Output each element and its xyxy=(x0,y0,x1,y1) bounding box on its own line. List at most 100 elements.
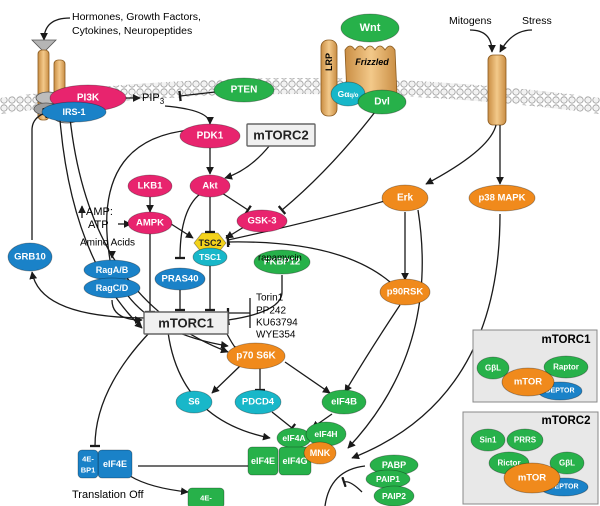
erk-node-label: Erk xyxy=(397,193,414,204)
pabp-node-label: PABP xyxy=(382,460,406,470)
edge-p70s6k-eif4b xyxy=(284,361,331,394)
fkbp12-node-label: FKBP12 xyxy=(264,257,300,268)
pdk1-node-label: PDK1 xyxy=(197,131,224,142)
mitogens-label: Mitogens xyxy=(449,15,492,27)
eif4b-node xyxy=(321,389,367,415)
bp1-eif4e-node-label: eIF4E xyxy=(103,459,127,469)
edge-p70s6k-s6 xyxy=(211,365,241,394)
p90rsk-node-label: p90RSK xyxy=(387,287,424,298)
edge-ampk-tsc2 xyxy=(167,221,194,239)
mnk-node xyxy=(303,441,337,465)
pip3-label: PIP3 xyxy=(142,92,165,106)
pten-node xyxy=(213,77,275,103)
legend2-sin1 xyxy=(470,428,506,452)
akt-node xyxy=(189,174,231,198)
p70s6k-node-label: p70 S6K xyxy=(236,351,276,362)
legend2-gbl-label: GβL xyxy=(559,459,575,468)
p38-node xyxy=(468,184,536,212)
rapamycin-label: rapamycin xyxy=(258,253,302,264)
hormones-label-1: Hormones, Growth Factors, xyxy=(72,11,201,23)
edge-p90rsk-eif4b xyxy=(344,304,401,393)
edge-rapamycin-mtorc1 xyxy=(226,275,283,326)
legend1-mtor xyxy=(501,367,555,397)
edge-akt-gsk3 xyxy=(221,192,252,215)
inhibitor-wye354: WYE354 xyxy=(256,330,296,341)
mitogens-arrow xyxy=(469,29,496,53)
fkbp12-node xyxy=(253,249,311,275)
edge-mtorc1-4ebp1 xyxy=(89,331,151,448)
tsc1-node xyxy=(192,247,228,267)
paip2-node xyxy=(373,485,415,506)
p90rsk-node xyxy=(379,278,431,306)
legend1-raptor-label: Raptor xyxy=(553,363,579,372)
lrp-label: LRP xyxy=(324,53,334,71)
edge-mtorc2-akt xyxy=(224,144,271,180)
pdcd4-node-label: PDCD4 xyxy=(242,397,275,408)
eif4h-node-label: eIF4H xyxy=(314,429,337,439)
paip2-node-label: PAIP2 xyxy=(382,491,406,501)
legend2-deptor-label: DEPTOR xyxy=(549,484,578,491)
irs1-node xyxy=(41,101,107,123)
cell-membrane xyxy=(0,78,600,114)
lkb1-node-label: LKB1 xyxy=(138,181,164,192)
inhibitor-ku63794: KU63794 xyxy=(256,318,298,329)
edge-irs1-mtorc1 xyxy=(59,119,143,329)
legend-mtorc1-title: mTORC1 xyxy=(542,334,592,346)
grb10-node xyxy=(7,242,53,272)
mtorc2-box-label: mTORC2 xyxy=(253,128,308,143)
legend1-mtor-label: mTOR xyxy=(514,377,542,388)
edge-dvl-gsk3 xyxy=(277,111,376,215)
dvl-node xyxy=(357,89,407,115)
legend2-mtor-label: mTOR xyxy=(518,473,546,484)
dvl-node-label: Dvl xyxy=(374,97,390,108)
legend2-sin1-label: Sin1 xyxy=(480,436,497,445)
eif4e-node-label: eIF4E xyxy=(251,456,275,466)
tsc2-node-label: TSC2 xyxy=(198,238,221,248)
mtorc2-box xyxy=(246,123,316,147)
edge-p38-mnk xyxy=(351,213,501,460)
input-labels: Hormones, Growth Factors, Cytokines, Neu… xyxy=(31,11,552,53)
gsk3-node xyxy=(236,209,288,233)
edge-akt-pras40 xyxy=(174,193,201,260)
ampk-node-label: AMPK xyxy=(136,218,164,229)
s6-node xyxy=(175,390,213,414)
gsk3-node-label: GSK-3 xyxy=(247,216,276,227)
wnt-node xyxy=(340,13,400,43)
legend2-mtor xyxy=(503,462,561,494)
edge-receptor-erk xyxy=(425,124,497,185)
atp-label: ATP xyxy=(88,219,109,231)
eif4g-node-label: eIF4G xyxy=(282,456,307,466)
p38-node-label: p38 MAPK xyxy=(479,193,526,204)
edge-erk-mnk xyxy=(347,209,423,449)
pdk1-node xyxy=(179,123,241,149)
amino-acids-label: Amino Acids xyxy=(80,238,135,249)
legend2-gbl xyxy=(549,451,585,475)
paip1-node-label: PAIP1 xyxy=(376,474,400,484)
bp-bottom-node-label: 4E- xyxy=(200,494,212,503)
mtorc1-box xyxy=(143,311,229,335)
edge-grb10-irs1 xyxy=(31,107,48,240)
galpha-node-label: Gαq/o xyxy=(338,89,359,99)
stress-arrow xyxy=(499,29,533,53)
legend1-gbl xyxy=(476,356,510,380)
legend-mtorc2-title: mTORC2 xyxy=(542,415,591,427)
edge-pdcd4-eif4a xyxy=(271,411,297,433)
bp-bottom-node xyxy=(187,487,225,506)
edge-mtorc1-grb10 xyxy=(29,271,149,319)
pras40-node-label: PRAS40 xyxy=(162,274,199,285)
irs1-node-label: IRS-1 xyxy=(62,107,85,117)
lkb1-node xyxy=(127,174,173,198)
eif4b-node-label: eIF4B xyxy=(331,397,357,408)
edge-pabp-complex xyxy=(324,465,366,506)
pi3k-node-label: PI3K xyxy=(77,93,100,104)
edge-pip3-pdk1 xyxy=(164,105,214,125)
mtorc1-box-label: mTORC1 xyxy=(158,316,213,331)
ragc-node xyxy=(83,277,141,299)
ampk-node xyxy=(127,211,173,235)
pras40-node xyxy=(154,267,206,291)
p70s6k-node xyxy=(226,342,286,370)
edge-bp1-bottom xyxy=(129,475,189,496)
